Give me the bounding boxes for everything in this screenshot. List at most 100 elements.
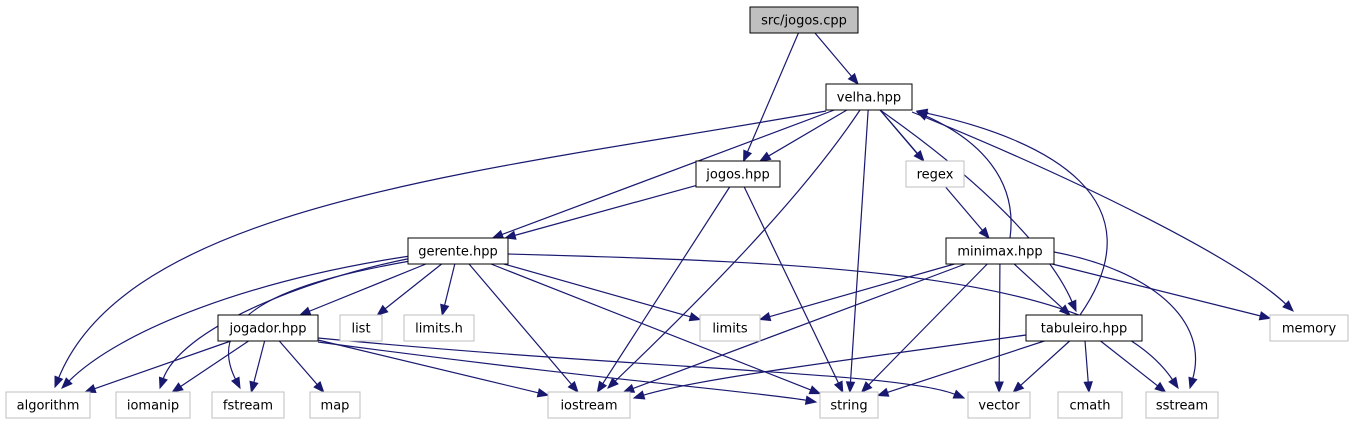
edge-velha-hpp-to-algorithm-line bbox=[57, 110, 827, 379]
node-list: list bbox=[339, 314, 383, 342]
edge-jogador-hpp-to-iomanip bbox=[171, 340, 249, 393]
node-src-jogos-cpp-label: src/jogos.cpp bbox=[761, 14, 847, 29]
edge-gerente-hpp-to-limits-h bbox=[440, 263, 456, 317]
edge-gerente-hpp-to-algorithm-arrowhead bbox=[61, 377, 73, 389]
node-src-jogos-cpp[interactable]: src/jogos.cpp bbox=[749, 6, 859, 34]
node-velha-hpp-label: velha.hpp bbox=[837, 91, 901, 106]
edge-jogador-hpp-to-string bbox=[317, 341, 818, 405]
node-minimax-hpp[interactable]: minimax.hpp bbox=[945, 237, 1055, 265]
node-jogos-hpp[interactable]: jogos.hpp bbox=[695, 160, 781, 188]
edge-minimax-hpp-to-iostream-arrowhead bbox=[622, 383, 636, 393]
edge-jogador-hpp-to-string-line bbox=[317, 341, 808, 402]
edge-minimax-hpp-to-limits-line bbox=[768, 263, 955, 318]
edge-minimax-hpp-to-limits-arrowhead bbox=[758, 312, 772, 322]
edge-gerente-hpp-to-iomanip-arrowhead bbox=[158, 376, 168, 390]
edge-jogador-hpp-to-fstream-arrowhead bbox=[249, 380, 259, 394]
node-velha-hpp[interactable]: velha.hpp bbox=[825, 83, 913, 111]
node-regex-box bbox=[905, 160, 965, 188]
edge-minimax-hpp-to-string-arrowhead bbox=[860, 381, 873, 393]
edge-minimax-hpp-to-memory bbox=[1052, 263, 1272, 321]
edge-gerente-hpp-to-limits-line bbox=[503, 263, 692, 318]
edge-minimax-hpp-to-tabuleiro-hpp bbox=[1013, 263, 1071, 316]
edge-minimax-hpp-to-tabuleiro-hpp-line bbox=[1013, 263, 1064, 310]
node-vector-label: vector bbox=[978, 399, 1020, 414]
node-map-box bbox=[309, 391, 361, 419]
edge-jogador-hpp-to-vector-line bbox=[317, 337, 956, 396]
edges-layer bbox=[54, 32, 1294, 405]
edge-jogos-hpp-to-gerente-hpp-arrowhead bbox=[503, 230, 517, 240]
node-tabuleiro-hpp[interactable]: tabuleiro.hpp bbox=[1025, 314, 1143, 342]
edge-src-jogos-cpp-to-velha-hpp-arrowhead bbox=[847, 72, 859, 86]
edge-minimax-hpp-to-memory-arrowhead bbox=[1258, 311, 1272, 321]
edge-gerente-hpp-to-algorithm bbox=[61, 255, 411, 389]
edge-velha-hpp-to-iostream-line bbox=[614, 109, 861, 383]
edge-jogador-hpp-to-map-line bbox=[278, 340, 319, 386]
node-sstream: sstream bbox=[1145, 391, 1219, 419]
node-memory: memory bbox=[1269, 314, 1349, 342]
edge-gerente-hpp-to-sstream-arrowhead bbox=[1168, 376, 1179, 390]
edge-gerente-hpp-to-iostream-arrowhead bbox=[567, 380, 579, 394]
edge-velha-hpp-to-tabuleiro-hpp-line bbox=[879, 109, 1074, 303]
edge-src-jogos-cpp-to-jogos-hpp-line bbox=[746, 32, 799, 153]
edge-jogos-hpp-to-string bbox=[743, 186, 844, 394]
edge-velha-hpp-to-iostream-arrowhead bbox=[607, 377, 619, 389]
edge-tabuleiro-hpp-to-string-arrowhead bbox=[876, 387, 890, 397]
edge-minimax-hpp-to-memory-line bbox=[1052, 263, 1262, 317]
edge-jogador-hpp-to-algorithm bbox=[83, 340, 232, 394]
node-gerente-hpp-box bbox=[407, 237, 509, 265]
node-map: map bbox=[309, 391, 361, 419]
edge-jogos-hpp-to-string-arrowhead bbox=[833, 380, 844, 394]
node-list-label: list bbox=[351, 322, 370, 337]
node-iomanip: iomanip bbox=[115, 391, 191, 419]
node-memory-box bbox=[1269, 314, 1349, 342]
edge-velha-hpp-to-jogos-hpp bbox=[758, 109, 848, 162]
edge-gerente-hpp-to-iostream-line bbox=[468, 263, 573, 386]
node-src-jogos-cpp-box bbox=[749, 6, 859, 34]
edge-velha-hpp-to-gerente-hpp bbox=[491, 109, 835, 239]
node-tabuleiro-hpp-label: tabuleiro.hpp bbox=[1041, 322, 1127, 337]
node-sstream-label: sstream bbox=[1156, 399, 1208, 414]
edge-velha-hpp-to-algorithm-arrowhead bbox=[54, 375, 64, 389]
edge-gerente-hpp-to-jogador-hpp-line bbox=[308, 263, 427, 313]
node-limits: limits bbox=[699, 314, 761, 342]
node-limits-box bbox=[699, 314, 761, 342]
edge-velha-hpp-to-jogos-hpp-arrowhead bbox=[758, 151, 772, 162]
node-string: string bbox=[819, 391, 879, 419]
edge-gerente-hpp-to-fstream-arrowhead bbox=[230, 376, 241, 390]
edge-gerente-hpp-to-string-arrowhead bbox=[808, 385, 822, 395]
edge-tabuleiro-hpp-to-velha-hpp-line bbox=[925, 112, 1108, 316]
edge-velha-hpp-to-jogos-hpp-line bbox=[767, 109, 848, 157]
edge-gerente-hpp-to-iostream bbox=[468, 263, 579, 394]
node-jogador-hpp[interactable]: jogador.hpp bbox=[217, 314, 319, 342]
edge-minimax-hpp-to-vector-line bbox=[998, 263, 1001, 384]
edge-minimax-hpp-to-vector bbox=[994, 263, 1004, 394]
edge-minimax-hpp-to-iostream-line bbox=[631, 263, 966, 390]
edge-jogador-hpp-to-algorithm-line bbox=[93, 340, 232, 390]
edge-minimax-hpp-to-iostream bbox=[622, 263, 966, 393]
node-limits-h-label: limits.h bbox=[415, 322, 463, 337]
node-list-box bbox=[339, 314, 383, 342]
edge-gerente-hpp-to-list-arrowhead bbox=[376, 304, 389, 316]
edge-velha-hpp-to-memory bbox=[911, 111, 1294, 312]
node-minimax-hpp-label: minimax.hpp bbox=[957, 245, 1042, 260]
edge-minimax-hpp-to-tabuleiro-hpp-arrowhead bbox=[1058, 304, 1071, 316]
node-regex-label: regex bbox=[917, 168, 954, 183]
node-algorithm: algorithm bbox=[5, 391, 91, 419]
node-gerente-hpp[interactable]: gerente.hpp bbox=[407, 237, 509, 265]
node-fstream: fstream bbox=[211, 391, 285, 419]
node-jogos-hpp-label: jogos.hpp bbox=[705, 168, 769, 183]
edge-src-jogos-cpp-to-jogos-hpp-arrowhead bbox=[743, 149, 753, 163]
edge-jogador-hpp-to-map bbox=[278, 340, 325, 394]
node-iostream-box bbox=[547, 391, 631, 419]
node-fstream-box bbox=[211, 391, 285, 419]
edge-velha-hpp-to-tabuleiro-hpp-arrowhead bbox=[1067, 299, 1077, 313]
edge-gerente-hpp-to-jogador-hpp bbox=[298, 263, 427, 316]
edge-jogador-hpp-to-string-arrowhead bbox=[804, 395, 818, 405]
edge-gerente-hpp-to-jogador-hpp-arrowhead bbox=[298, 306, 312, 316]
node-gerente-hpp-label: gerente.hpp bbox=[418, 245, 498, 260]
edge-gerente-hpp-to-string bbox=[490, 263, 822, 395]
edge-src-jogos-cpp-to-velha-hpp bbox=[814, 32, 859, 86]
edge-gerente-hpp-to-limits-h-arrowhead bbox=[440, 303, 450, 317]
edge-jogos-hpp-to-iostream-arrowhead bbox=[596, 380, 608, 394]
edge-jogador-hpp-to-algorithm-arrowhead bbox=[83, 384, 97, 394]
